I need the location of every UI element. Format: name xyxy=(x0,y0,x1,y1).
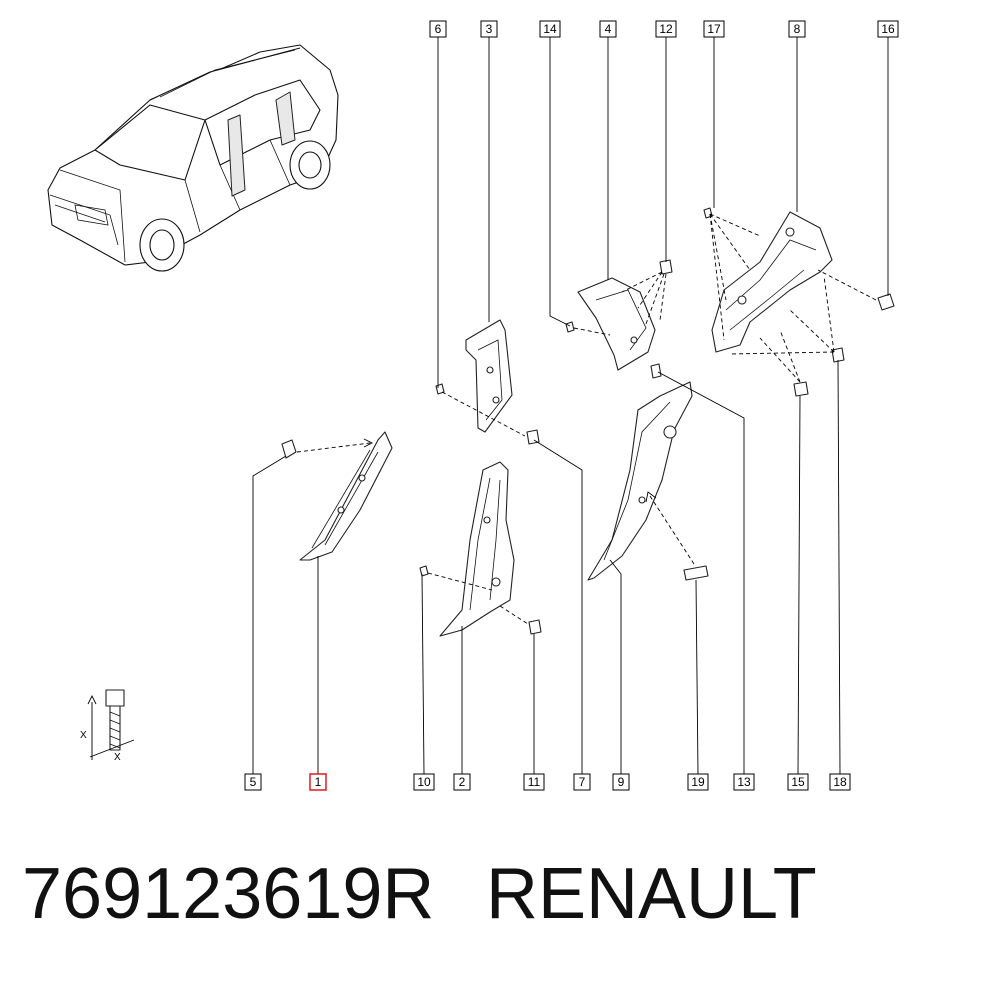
callout-5[interactable]: 5 xyxy=(244,773,262,791)
part-10-screw xyxy=(419,565,493,591)
leader-lines xyxy=(252,37,889,775)
svg-text:5: 5 xyxy=(250,775,257,789)
part-8-rear-bracket xyxy=(711,211,833,353)
svg-text:9: 9 xyxy=(618,775,625,789)
svg-text:13: 13 xyxy=(737,775,751,789)
brand-name: RENAULT xyxy=(486,854,817,934)
part-5-clip xyxy=(281,438,374,459)
svg-text:11: 11 xyxy=(528,775,541,789)
svg-text:18: 18 xyxy=(833,775,847,789)
callout-18[interactable]: 18 xyxy=(829,773,851,791)
svg-text:15: 15 xyxy=(791,775,805,789)
callout-4[interactable]: 4 xyxy=(599,20,617,38)
svg-text:10: 10 xyxy=(417,775,431,789)
callout-8[interactable]: 8 xyxy=(788,20,806,38)
callout-2[interactable]: 2 xyxy=(453,773,471,791)
part-19-pad xyxy=(645,491,709,581)
svg-text:12: 12 xyxy=(659,22,673,36)
vehicle-illustration xyxy=(47,44,339,272)
callout-19[interactable]: 19 xyxy=(687,773,709,791)
part-3-b-pillar-upper xyxy=(465,319,513,433)
callout-9[interactable]: 9 xyxy=(612,773,630,791)
part-11-clip xyxy=(499,605,542,635)
part-15-clip xyxy=(759,329,809,397)
part-number: 769123619R xyxy=(22,854,435,934)
callout-11[interactable]: 11 xyxy=(523,773,545,791)
svg-text:14: 14 xyxy=(543,22,557,36)
svg-text:4: 4 xyxy=(605,22,612,36)
callout-1[interactable]: 1 xyxy=(309,773,327,791)
part-9-c-pillar-lower xyxy=(587,381,693,581)
dimension-sketch: X X xyxy=(80,689,135,763)
callout-6[interactable]: 6 xyxy=(429,20,447,38)
part-2-b-pillar-lower xyxy=(439,461,515,637)
svg-text:1: 1 xyxy=(315,775,322,789)
svg-text:17: 17 xyxy=(707,22,721,36)
part-1-a-pillar-trim xyxy=(299,431,393,561)
svg-text:3: 3 xyxy=(486,22,493,36)
callout-3[interactable]: 3 xyxy=(480,20,498,38)
callout-15[interactable]: 15 xyxy=(787,773,809,791)
part-12-clip xyxy=(621,259,673,325)
svg-text:6: 6 xyxy=(435,22,442,36)
svg-text:19: 19 xyxy=(691,775,705,789)
callout-13[interactable]: 13 xyxy=(733,773,755,791)
svg-text:7: 7 xyxy=(579,775,586,789)
callout-17[interactable]: 17 xyxy=(703,20,725,38)
part-13-clip xyxy=(650,363,662,379)
callout-10[interactable]: 10 xyxy=(413,773,435,791)
callout-12[interactable]: 12 xyxy=(655,20,677,38)
callout-14[interactable]: 14 xyxy=(539,20,561,38)
callout-7[interactable]: 7 xyxy=(573,773,591,791)
part-18-clip xyxy=(729,275,845,363)
svg-text:2: 2 xyxy=(459,775,466,789)
svg-text:8: 8 xyxy=(794,22,801,36)
part-4-c-pillar-upper xyxy=(577,277,656,371)
part-7-clip xyxy=(526,429,540,445)
part-17-screw xyxy=(703,207,761,341)
callout-16[interactable]: 16 xyxy=(877,20,899,38)
part-16-clip xyxy=(817,269,895,311)
dimension-label-horizontal: X xyxy=(114,752,121,763)
svg-text:16: 16 xyxy=(881,22,895,36)
dimension-label-vertical: X xyxy=(80,730,87,741)
